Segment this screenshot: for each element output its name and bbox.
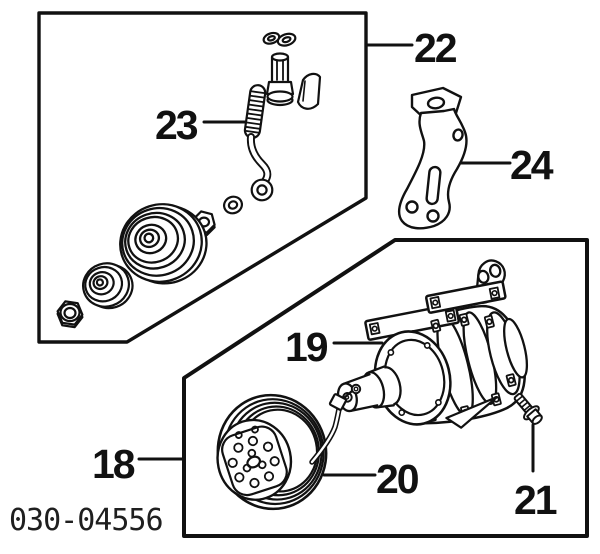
mounting-bracket-icon bbox=[397, 86, 468, 230]
callout-23[interactable]: 23 bbox=[155, 102, 199, 148]
thermo-valve-icon bbox=[265, 52, 295, 107]
compressor-shaft bbox=[336, 365, 402, 413]
callout-20[interactable]: 20 bbox=[376, 456, 420, 502]
idler-pulley-icon bbox=[119, 203, 208, 285]
compressor-assembly-box bbox=[182, 238, 589, 538]
clutch-harness-icon bbox=[309, 383, 362, 465]
callout-22[interactable]: 22 bbox=[414, 25, 458, 71]
figure-code: 030-04556 bbox=[9, 503, 164, 538]
bolt-icon bbox=[513, 392, 543, 425]
idler-assembly-box bbox=[37, 11, 368, 344]
clutch-pulley-icon bbox=[216, 393, 328, 511]
callout-21[interactable]: 21 bbox=[514, 477, 558, 523]
ring-washer-icon bbox=[222, 195, 244, 215]
callout-24[interactable]: 24 bbox=[510, 142, 554, 188]
lock-nut-icon bbox=[56, 300, 84, 329]
callout-19[interactable]: 19 bbox=[285, 324, 329, 370]
leader-lines bbox=[137, 43, 535, 477]
callout-18[interactable]: 18 bbox=[92, 441, 136, 487]
compressor-icon bbox=[336, 259, 529, 429]
harness-clip-icon bbox=[296, 72, 322, 110]
washer-pair-icon bbox=[262, 31, 297, 47]
adjusting-rod-icon bbox=[243, 84, 274, 202]
small-pulley-icon bbox=[82, 262, 134, 310]
